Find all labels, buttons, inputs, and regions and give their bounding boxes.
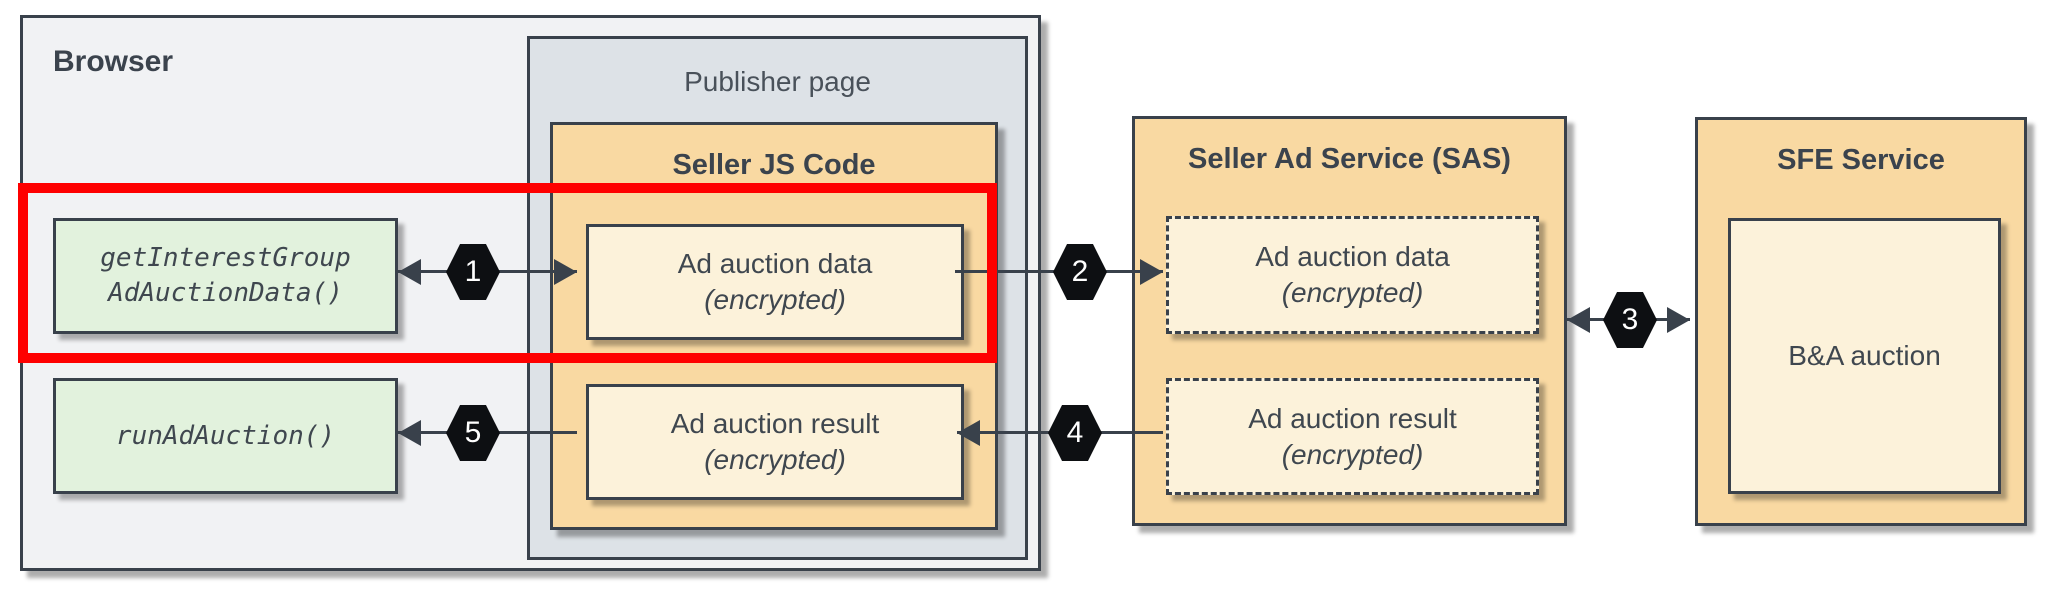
get-interest-group-ad-auction-data-box: getInterestGroup AdAuctionData() — [53, 218, 398, 334]
seller-js-code-title: Seller JS Code — [672, 149, 876, 181]
seller-ad-service-container: Seller Ad Service (SAS) Ad auction data … — [1132, 116, 1567, 526]
sfe-service-title: SFE Service — [1777, 144, 1945, 176]
box-line1: Ad auction data — [1255, 241, 1450, 272]
box-line2: (encrypted) — [704, 284, 846, 315]
box-line1: Ad auction data — [677, 248, 873, 279]
step-2-badge: 2 — [1053, 244, 1107, 300]
arrow-step1-left-head — [398, 259, 421, 285]
seller-ad-service-title: Seller Ad Service (SAS) — [1188, 143, 1511, 175]
sas-ad-auction-data-box: Ad auction data (encrypted) — [1166, 216, 1539, 334]
js-ad-auction-data-box: Ad auction data (encrypted) — [586, 224, 964, 340]
browser-title: Browser — [53, 45, 174, 78]
box-line1: Ad auction result — [1248, 402, 1457, 434]
ba-auction-box: B&A auction — [1728, 218, 2001, 494]
api-call-line2: AdAuctionData() — [108, 278, 343, 308]
step-3-badge: 3 — [1603, 292, 1657, 348]
publisher-page-title: Publisher page — [684, 66, 871, 97]
box-line1: B&A auction — [1788, 340, 1941, 371]
step-number: 1 — [464, 255, 482, 288]
arrow-step1-right-head — [554, 259, 577, 285]
sas-ad-auction-result-box: Ad auction result (encrypted) — [1166, 378, 1539, 495]
highlight-step1-rect — [18, 183, 997, 363]
box-line1: Ad auction result — [670, 408, 880, 439]
box-line2: (encrypted) — [704, 444, 846, 475]
arrow-step3-right-head — [1667, 307, 1690, 333]
step-number: 2 — [1071, 255, 1089, 288]
run-ad-auction-box: runAdAuction() — [53, 378, 398, 494]
step-number: 5 — [464, 416, 482, 449]
api-call-line1: runAdAuction() — [115, 420, 336, 451]
step-number: 4 — [1066, 416, 1084, 449]
sfe-service-container: SFE Service B&A auction — [1695, 117, 2027, 526]
arrow-step3-left-head — [1567, 307, 1590, 333]
box-line2: (encrypted) — [1281, 438, 1424, 470]
js-ad-auction-result-box: Ad auction result (encrypted) — [586, 384, 964, 500]
step-4-badge: 4 — [1048, 405, 1102, 461]
step-number: 3 — [1621, 303, 1639, 336]
api-call-line1: getInterestGroup — [100, 243, 351, 273]
arrow-step4-left-head — [957, 420, 980, 446]
arrow-step2-right-head — [1140, 259, 1163, 285]
arrow-step5-left-head — [398, 420, 421, 446]
box-line2: (encrypted) — [1281, 277, 1424, 308]
